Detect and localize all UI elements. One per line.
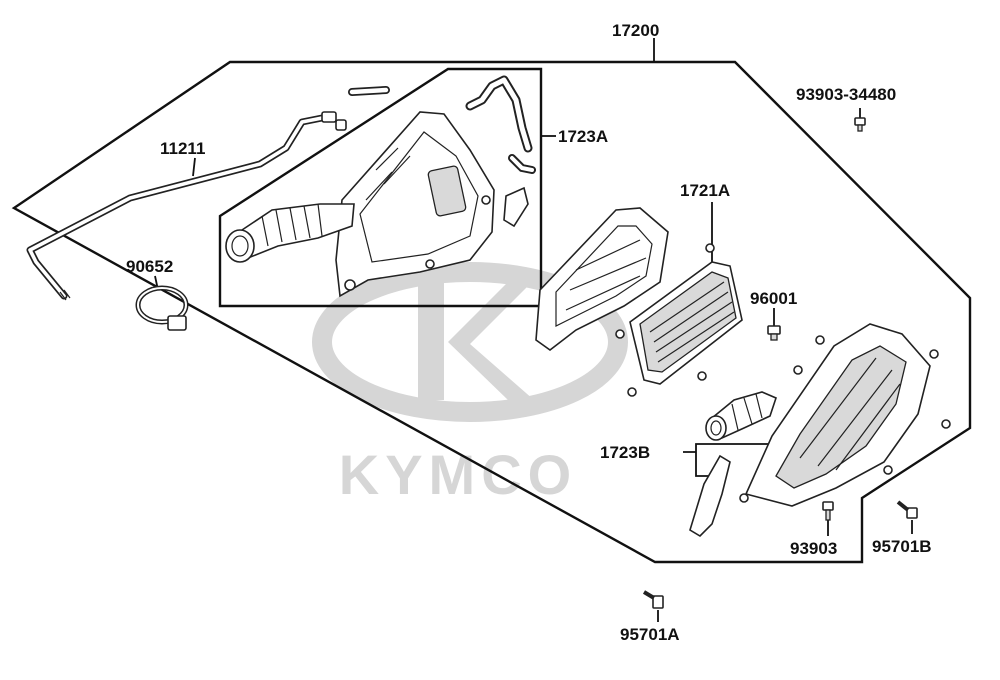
watermark-k-arm xyxy=(448,282,534,400)
watermark-oval xyxy=(312,262,628,422)
case-filter-chamber xyxy=(427,165,467,217)
case-boss-1 xyxy=(344,279,356,291)
case-intake-duct xyxy=(234,203,355,260)
element-screw-2 xyxy=(697,371,707,381)
small-bracket xyxy=(503,186,529,228)
cover-screw-3 xyxy=(941,419,951,429)
duct-corrugations xyxy=(261,203,323,247)
label-11211: 11211 xyxy=(160,139,205,158)
label-90652: 90652 xyxy=(126,257,173,276)
leader-11211 xyxy=(192,157,196,177)
filter-holder-part xyxy=(535,207,669,351)
screw-96001-head xyxy=(767,325,781,335)
small-hoses xyxy=(348,75,536,228)
holder-frame-inner xyxy=(555,225,653,327)
duct-b-mouth xyxy=(705,415,727,441)
element-screw-4 xyxy=(705,243,715,253)
case-subassembly-boundary xyxy=(218,67,543,308)
duct-b-corrugations xyxy=(731,393,763,431)
case-boss-3 xyxy=(481,195,491,205)
part-labels: 17200 93903-34480 11211 1723A 1721A 9065… xyxy=(126,21,932,644)
label-96001: 96001 xyxy=(750,289,797,308)
hose-end-fitting xyxy=(321,111,337,123)
label-1723b: 1723B xyxy=(600,443,650,462)
drain-plug-core xyxy=(510,156,534,172)
bolt-small-shank xyxy=(825,509,831,521)
holder-grid xyxy=(565,239,647,311)
filter-element-part xyxy=(615,243,743,397)
watermark-k-stem xyxy=(418,282,444,400)
duct-b-mouth-inner xyxy=(710,420,722,436)
bolt-a-head xyxy=(652,595,664,609)
case-inner-wall xyxy=(359,131,479,263)
case-rib-lines xyxy=(365,147,411,201)
assembly-boundary xyxy=(11,60,972,564)
bolt-95701a xyxy=(642,590,664,609)
label-93903-34480: 93903-34480 xyxy=(796,85,896,104)
bolt-93903 xyxy=(822,501,834,521)
cover-ribs xyxy=(799,357,901,471)
hose-core xyxy=(28,116,324,298)
bolt-small-head xyxy=(822,501,834,511)
label-1721a: 1721A xyxy=(680,181,730,200)
cover-screw-2 xyxy=(929,349,939,359)
bolt-93903-34480 xyxy=(854,117,866,132)
screw-96001-part xyxy=(767,325,781,341)
bolts xyxy=(642,117,918,609)
holder-frame xyxy=(535,207,669,351)
label-17200: 17200 xyxy=(612,21,659,40)
intake-duct-b-part xyxy=(689,391,777,538)
label-1723a: 1723A xyxy=(558,127,608,146)
bolt-top-head xyxy=(854,117,866,126)
element-screw-1 xyxy=(627,387,637,397)
hose-small-clip xyxy=(335,119,347,131)
leader-lines xyxy=(154,38,913,622)
breather-hose-part xyxy=(26,111,347,301)
cover-screw-5 xyxy=(793,365,803,375)
element-screw-3 xyxy=(615,329,625,339)
duct-mouth xyxy=(225,229,255,263)
bolt-95701b xyxy=(896,500,918,519)
cover-screw-6 xyxy=(739,493,749,503)
hose-tip xyxy=(59,289,71,301)
drain-tube-core xyxy=(467,77,531,151)
duct-b-body xyxy=(710,391,777,440)
cover-screw-4 xyxy=(883,465,893,475)
elbow-hose-left-core xyxy=(349,87,389,95)
air-cleaner-case-part xyxy=(225,111,495,298)
bolt-a-shank xyxy=(642,590,656,600)
cover-screw-1 xyxy=(815,335,825,345)
clamp-band-inner xyxy=(137,287,187,323)
case-boss-2 xyxy=(425,259,435,269)
bolt-top-shank xyxy=(857,124,863,132)
label-95701a: 95701A xyxy=(620,625,680,644)
cover-face xyxy=(775,345,907,489)
screw-96001-shank xyxy=(770,333,778,341)
duct-mouth-inner xyxy=(231,235,249,257)
bolt-b-head xyxy=(906,507,918,519)
clamp-screw-housing xyxy=(167,315,187,331)
label-93903: 93903 xyxy=(790,539,837,558)
label-95701b: 95701B xyxy=(872,537,932,556)
clamp-part xyxy=(135,285,189,331)
case-body xyxy=(335,111,495,298)
air-cleaner-cover-part xyxy=(739,323,951,507)
bolt-b-shank xyxy=(896,500,910,512)
element-pleats xyxy=(649,281,735,363)
duct-b-bracket xyxy=(689,454,731,538)
